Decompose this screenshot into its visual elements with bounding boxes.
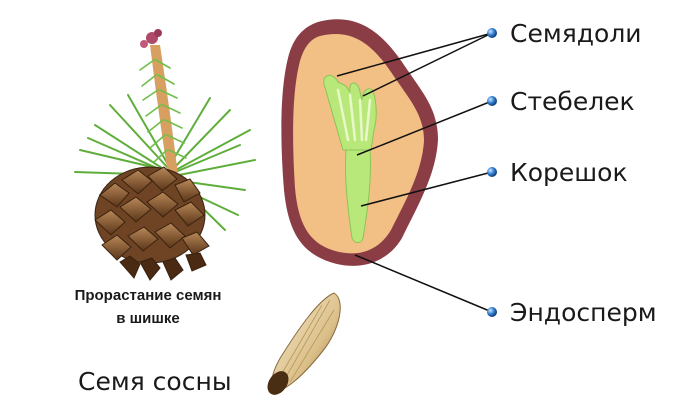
embryo-root: [344, 147, 372, 243]
seed-cross-section: [281, 19, 438, 266]
caption-line-2: в шишке: [116, 310, 179, 327]
embryo: [323, 75, 377, 243]
seed-caption: Семя сосны: [78, 367, 232, 396]
embryo-cotyledons: [323, 75, 377, 151]
leader-line-endosperm: [354, 254, 493, 313]
pine-cone: [94, 166, 210, 281]
dot-cotyledons: [487, 28, 497, 38]
caption-line-1: Прорастание семян: [75, 287, 222, 304]
leader-line-root: [360, 171, 493, 207]
seed-body: [267, 371, 289, 395]
label-stem: Стебелек: [510, 87, 635, 116]
label-cotyledons: Семядоли: [510, 19, 642, 48]
pine-seed-illustration: [267, 292, 341, 395]
dot-root: [487, 167, 497, 177]
label-endosperm: Эндосперм: [510, 298, 657, 327]
leader-line-cotyledons-b: [362, 32, 493, 97]
label-root: Корешок: [510, 158, 628, 187]
callout-dots: [487, 28, 497, 317]
leader-line-stem: [356, 100, 493, 156]
dot-endosperm: [487, 307, 497, 317]
dot-stem: [487, 96, 497, 106]
leader-lines: [336, 32, 493, 313]
pine-cone-illustration: [74, 29, 256, 281]
leader-line-cotyledons-a: [336, 32, 493, 77]
new-shoot: [139, 29, 187, 175]
